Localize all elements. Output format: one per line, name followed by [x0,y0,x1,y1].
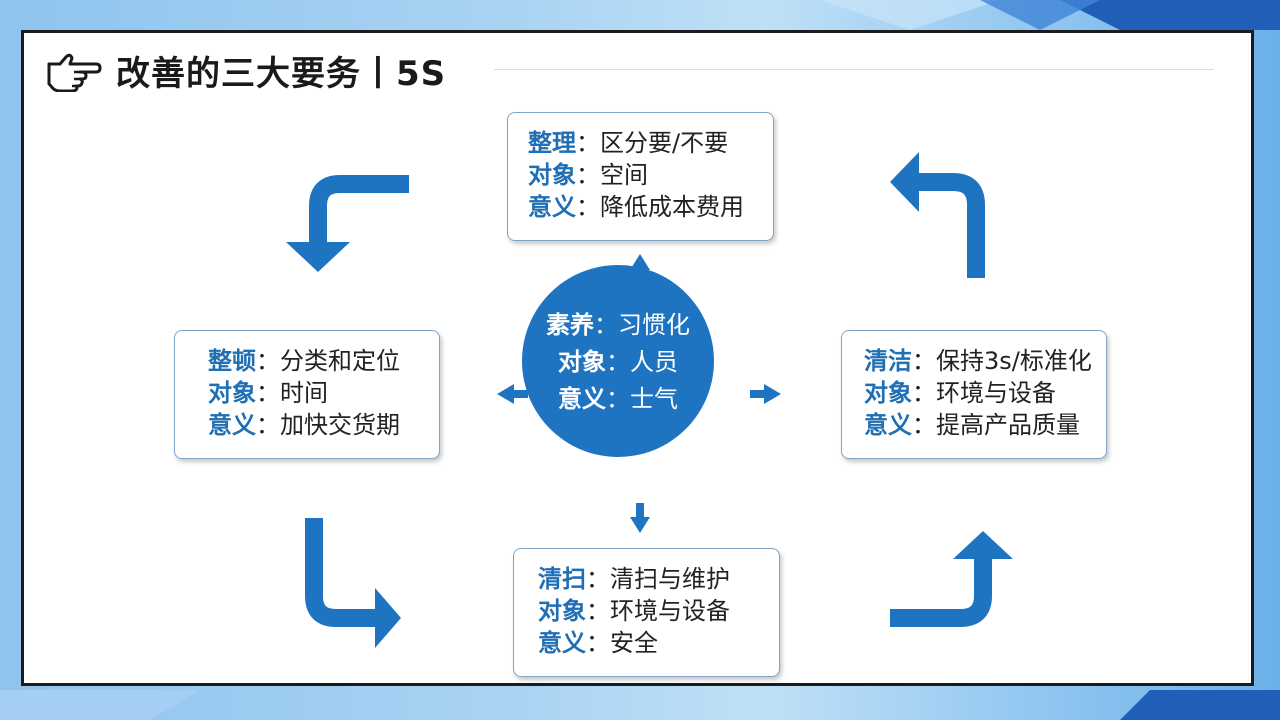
key-label: 整理 [528,129,576,157]
curved-arrow-icon [890,531,1013,627]
value-label: 空间 [600,161,648,189]
separator: ： [606,348,630,376]
title-divider [494,69,1214,70]
row-seiton-main: 整顿：分类和定位 [208,345,439,377]
key-label: 对象 [864,379,912,407]
key-label: 意义 [538,629,586,657]
value-label: 保持3s/标准化 [936,347,1092,375]
curved-arrow-icon [890,152,985,278]
separator: ： [256,411,280,439]
row-shitsuke-main: 素养：习惯化 [522,307,714,344]
arrow-right-icon [750,384,781,404]
key-label: 素养 [546,311,594,339]
key-label: 对象 [528,161,576,189]
arrow-left-icon [497,384,528,404]
value-label: 时间 [280,379,328,407]
key-label: 清洁 [864,347,912,375]
value-label: 区分要/不要 [600,129,729,157]
value-label: 习惯化 [618,311,690,339]
key-label: 意义 [208,411,256,439]
box-seiri: 整理：区分要/不要 对象：空间 意义：降低成本费用 [507,112,774,241]
separator: ： [606,385,630,413]
box-seiton: 整顿：分类和定位 对象：时间 意义：加快交货期 [174,330,440,459]
separator: ： [912,411,936,439]
key-label: 对象 [208,379,256,407]
row-seiketsu-meaning: 意义：提高产品质量 [864,409,1106,441]
row-seiso-object: 对象：环境与设备 [538,595,779,627]
value-label: 降低成本费用 [600,193,744,221]
separator: ： [576,129,600,157]
row-seiri-meaning: 意义：降低成本费用 [528,191,773,223]
separator: ： [912,379,936,407]
row-seiketsu-object: 对象：环境与设备 [864,377,1106,409]
value-label: 清扫与维护 [610,565,730,593]
row-seiso-main: 清扫：清扫与维护 [538,563,779,595]
arrow-down-icon [630,503,650,533]
value-label: 环境与设备 [610,597,730,625]
key-label: 对象 [538,597,586,625]
separator: ： [586,565,610,593]
row-seiri-object: 对象：空间 [528,159,773,191]
row-seiri-main: 整理：区分要/不要 [528,127,773,159]
key-label: 清扫 [538,565,586,593]
row-shitsuke-meaning: 意义：士气 [522,381,714,418]
value-label: 人员 [630,348,678,376]
value-label: 安全 [610,629,658,657]
separator: ： [912,347,936,375]
key-label: 意义 [558,385,606,413]
row-seiso-meaning: 意义：安全 [538,627,779,659]
row-seiton-meaning: 意义：加快交货期 [208,409,439,441]
key-label: 整顿 [208,347,256,375]
value-label: 提高产品质量 [936,411,1080,439]
value-label: 环境与设备 [936,379,1056,407]
row-shitsuke-object: 对象：人员 [522,344,714,381]
box-seiketsu: 清洁：保持3s/标准化 对象：环境与设备 意义：提高产品质量 [841,330,1107,459]
title-bar: 改善的三大要务丨5S [46,45,446,95]
separator: ： [576,193,600,221]
separator: ： [576,161,600,189]
separator: ： [256,347,280,375]
key-label: 意义 [528,193,576,221]
value-label: 士气 [630,385,678,413]
separator: ： [586,629,610,657]
separator: ： [594,311,618,339]
row-seiketsu-main: 清洁：保持3s/标准化 [864,345,1106,377]
value-label: 分类和定位 [280,347,400,375]
box-seiso: 清扫：清扫与维护 对象：环境与设备 意义：安全 [513,548,780,677]
separator: ： [586,597,610,625]
pointing-hand-icon [47,53,102,92]
center-circle-shitsuke: 素养：习惯化 对象：人员 意义：士气 [522,265,714,457]
curved-arrow-icon [305,518,401,648]
key-label: 意义 [864,411,912,439]
row-seiton-object: 对象：时间 [208,377,439,409]
curved-arrow-icon [286,175,409,272]
key-label: 对象 [558,348,606,376]
value-label: 加快交货期 [280,411,400,439]
page-title: 改善的三大要务丨5S [116,53,447,94]
separator: ： [256,379,280,407]
